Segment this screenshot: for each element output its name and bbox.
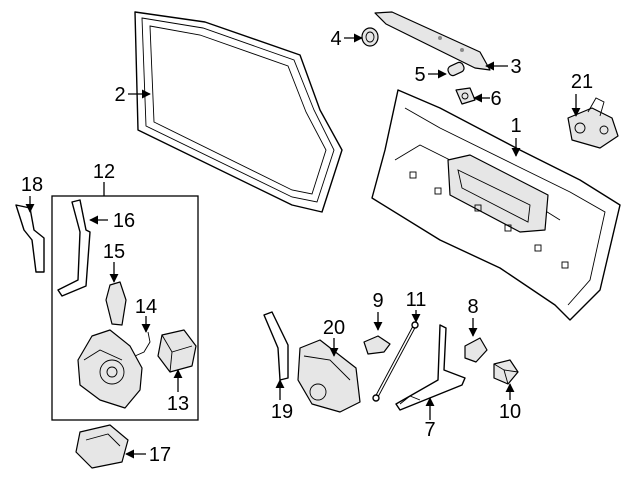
callout-21[interactable]: 21 — [571, 71, 593, 93]
part-strip[interactable] — [374, 11, 491, 71]
callout-16[interactable]: 16 — [113, 210, 135, 232]
callout-3[interactable]: 3 — [510, 56, 521, 78]
part-grommet[interactable] — [455, 87, 476, 105]
callout-19[interactable]: 19 — [271, 401, 293, 423]
callout-13[interactable]: 13 — [167, 393, 189, 415]
part-bracket-18[interactable] — [15, 204, 45, 273]
callout-4[interactable]: 4 — [330, 28, 341, 50]
part-gas-strut[interactable] — [372, 321, 419, 402]
callout-1[interactable]: 1 — [510, 115, 521, 137]
part-lock-latch[interactable] — [77, 329, 143, 409]
part-rod[interactable] — [57, 199, 91, 297]
callout-17[interactable]: 17 — [149, 444, 171, 466]
callout-11[interactable]: 11 — [406, 289, 427, 311]
part-bumper-5[interactable] — [447, 61, 466, 77]
part-latch-bracket[interactable] — [297, 339, 361, 413]
part-clip[interactable] — [105, 281, 127, 326]
callout-7[interactable]: 7 — [424, 419, 435, 441]
part-hinge-bracket[interactable] — [567, 97, 619, 149]
part-switch[interactable] — [75, 424, 129, 469]
part-bumper-plug[interactable] — [361, 27, 379, 47]
part-bumper-9[interactable] — [363, 335, 391, 355]
part-stop[interactable] — [493, 359, 519, 385]
lock-assembly-box — [51, 182, 199, 421]
callout-10[interactable]: 10 — [499, 401, 521, 423]
leader-lines — [25, 33, 581, 459]
part-weatherstrip[interactable] — [134, 11, 343, 213]
callout-12[interactable]: 12 — [93, 161, 115, 183]
part-actuator[interactable] — [157, 329, 197, 373]
part-connector[interactable] — [134, 331, 151, 357]
part-hinge[interactable] — [395, 324, 466, 411]
part-trim-strip[interactable] — [263, 311, 289, 381]
callout-9[interactable]: 9 — [372, 290, 383, 312]
callout-labels: 1 2 3 4 5 6 7 8 9 10 11 12 13 14 15 16 1… — [21, 28, 593, 466]
callout-15[interactable]: 15 — [103, 241, 125, 263]
callout-18[interactable]: 18 — [21, 174, 43, 196]
callout-2[interactable]: 2 — [114, 84, 125, 106]
callout-20[interactable]: 20 — [323, 317, 345, 339]
callout-5[interactable]: 5 — [414, 64, 425, 86]
part-bumper-8[interactable] — [464, 337, 488, 363]
callout-8[interactable]: 8 — [467, 296, 478, 318]
callout-6[interactable]: 6 — [490, 88, 501, 110]
callout-14[interactable]: 14 — [135, 296, 157, 318]
